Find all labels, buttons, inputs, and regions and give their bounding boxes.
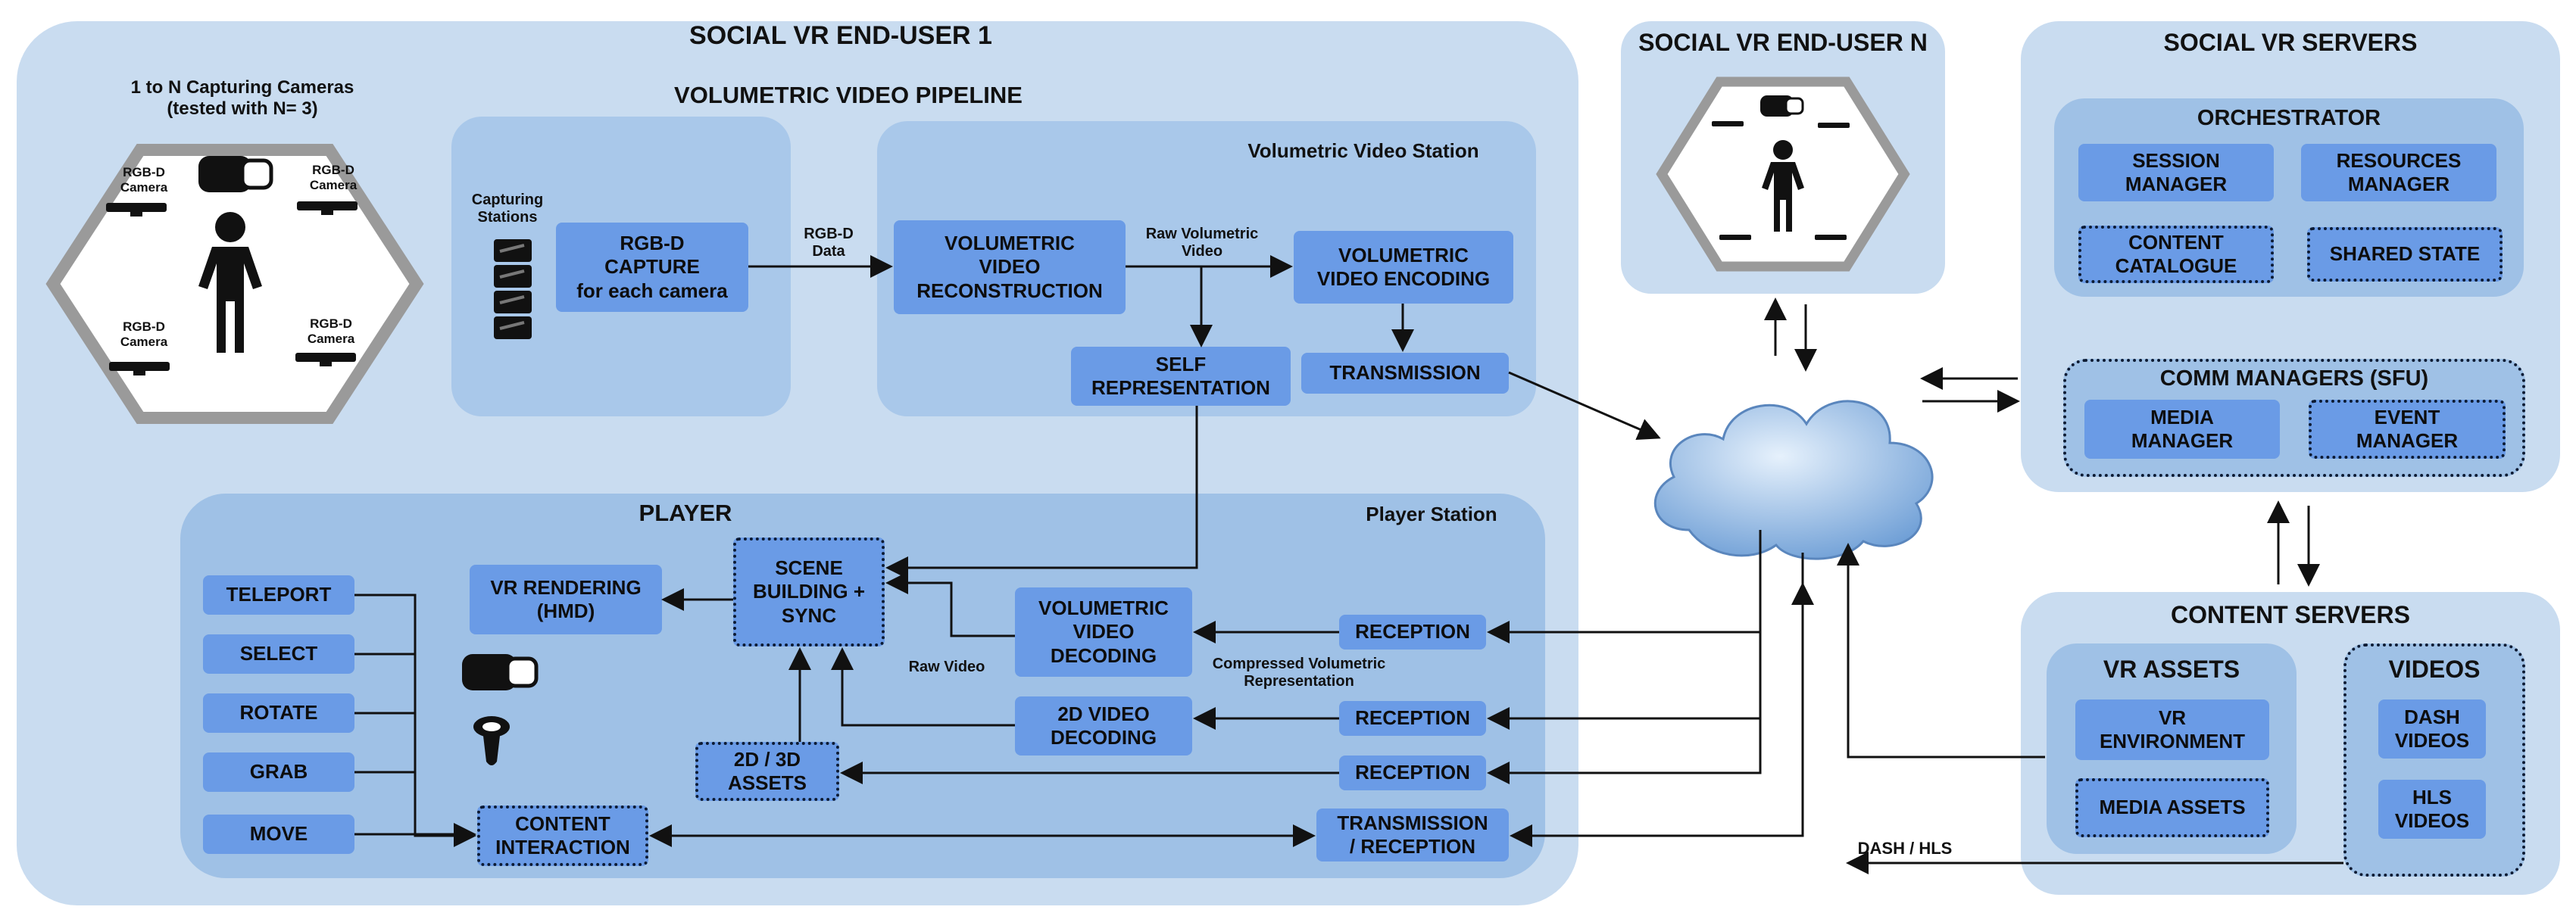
action-teleport-button[interactable]: TELEPORT: [203, 575, 354, 615]
action-move-button[interactable]: MOVE: [203, 815, 354, 854]
raw-video-label: Raw Video: [908, 659, 985, 675]
transmission-box[interactable]: TRANSMISSION: [1301, 353, 1509, 394]
end-user-n-title: SOCIAL VR END-USER N: [1638, 29, 1928, 56]
content-servers-title: CONTENT SERVERS: [2171, 601, 2410, 628]
camera-label-4: RGB-D Camera: [307, 316, 355, 346]
self-representation-box[interactable]: SELF REPRESENTATION: [1071, 347, 1291, 406]
camera-label-2: RGB-D Camera: [309, 163, 358, 192]
comm-managers-title: COMM MANAGERS (SFU): [2159, 366, 2429, 391]
camera-label-1: RGB-D Camera: [120, 165, 168, 195]
resources-manager-box[interactable]: RESOURCES MANAGER: [2301, 144, 2496, 201]
rgbd-data-label: RGB-D Data: [804, 226, 854, 260]
reception-box-1[interactable]: RECEPTION: [1339, 615, 1486, 650]
volumetric-decoding-box[interactable]: VOLUMETRIC VIDEO DECODING: [1015, 587, 1192, 677]
camera-icon: [109, 362, 170, 375]
camera-icon: [295, 353, 356, 366]
scene-building-box[interactable]: SCENE BUILDING + SYNC: [733, 537, 885, 646]
end-user-1-title: SOCIAL VR END-USER 1: [689, 21, 992, 50]
event-manager-box[interactable]: EVENT MANAGER: [2309, 400, 2506, 459]
compressed-volumetric-label: Compressed Volumetric Representation: [1212, 656, 1386, 690]
rgbd-capture-box[interactable]: RGB-D CAPTURE for each camera: [556, 223, 748, 312]
hls-videos-box[interactable]: HLS VIDEOS: [2378, 780, 2486, 839]
action-rotate-button[interactable]: ROTATE: [203, 693, 354, 733]
videos-title: VIDEOS: [2388, 656, 2481, 683]
volumetric-station-title: Volumetric Video Station: [1247, 139, 1479, 162]
player-station-title: Player Station: [1366, 503, 1497, 525]
reconstruction-box[interactable]: VOLUMETRIC VIDEO RECONSTRUCTION: [894, 220, 1126, 314]
capturing-stations-label: Capturing Stations: [471, 192, 544, 226]
player-headset-icon: [462, 654, 539, 690]
cloud-icon: [1653, 400, 1934, 560]
vr-headset-icon: [198, 156, 273, 192]
content-catalogue-box[interactable]: CONTENT CATALOGUE: [2078, 226, 2274, 283]
vr-environment-box[interactable]: VR ENVIRONMENT: [2075, 699, 2269, 760]
session-manager-box[interactable]: SESSION MANAGER: [2078, 144, 2274, 201]
server-stack-icon: [494, 239, 532, 339]
reception-box-2[interactable]: RECEPTION: [1339, 701, 1486, 736]
transmission-reception-box[interactable]: TRANSMISSION / RECEPTION: [1316, 809, 1509, 861]
pipeline-title: VOLUMETRIC VIDEO PIPELINE: [674, 82, 1023, 108]
vr-assets-title: VR ASSETS: [2103, 656, 2240, 683]
assets-2d3d-box[interactable]: 2D / 3D ASSETS: [695, 742, 839, 801]
servers-title: SOCIAL VR SERVERS: [2163, 29, 2418, 56]
camera-icons: [106, 201, 358, 375]
dash-videos-box[interactable]: DASH VIDEOS: [2378, 699, 2486, 759]
camera-label-3: RGB-D Camera: [120, 319, 168, 349]
media-assets-box[interactable]: MEDIA ASSETS: [2075, 778, 2269, 837]
raw-volumetric-label: Raw Volumetric Video: [1145, 226, 1259, 260]
encoding-box[interactable]: VOLUMETRIC VIDEO ENCODING: [1294, 231, 1513, 304]
video-2d-decoding-box[interactable]: 2D VIDEO DECODING: [1015, 696, 1192, 756]
content-interaction-box[interactable]: CONTENT INTERACTION: [477, 805, 648, 866]
vr-rendering-box[interactable]: VR RENDERING (HMD): [470, 565, 662, 634]
person-icon: [198, 212, 262, 353]
orchestrator-title: ORCHESTRATOR: [2197, 106, 2381, 130]
end-user-n-hexagon: [1656, 76, 1910, 272]
shared-state-box[interactable]: SHARED STATE: [2307, 227, 2503, 282]
camera-icon: [297, 201, 358, 215]
action-select-button[interactable]: SELECT: [203, 634, 354, 674]
controller-icon: [473, 716, 510, 765]
reception-box-3[interactable]: RECEPTION: [1339, 756, 1486, 790]
player-title: PLAYER: [639, 500, 732, 526]
camera-icon: [106, 203, 167, 217]
media-manager-box[interactable]: MEDIA MANAGER: [2084, 400, 2280, 459]
action-grab-button[interactable]: GRAB: [203, 752, 354, 792]
cameras-title: 1 to N Capturing Cameras (tested with N=…: [130, 77, 354, 119]
